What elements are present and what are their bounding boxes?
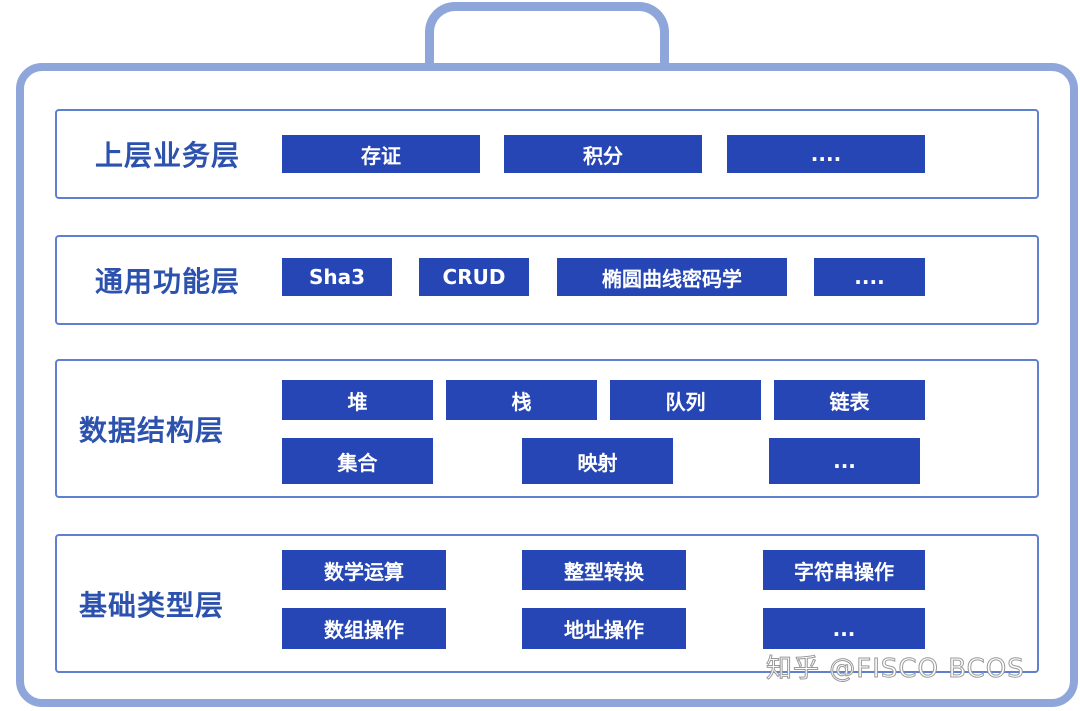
chip: 存证	[282, 135, 480, 173]
chip: ....	[727, 135, 925, 173]
chip: 队列	[610, 380, 761, 420]
chip: ...	[769, 438, 920, 484]
briefcase-handle	[425, 2, 669, 88]
layer-base-types: 基础类型层 数学运算 整型转换 字符串操作 数组操作 地址操作 ...	[55, 534, 1039, 673]
layer-data-structures: 数据结构层 堆 栈 队列 链表 集合 映射 ...	[55, 359, 1039, 498]
layer-business: 上层业务层 存证 积分 ....	[55, 109, 1039, 199]
chip: 链表	[774, 380, 925, 420]
chip: 椭圆曲线密码学	[557, 258, 787, 296]
chip: 数组操作	[282, 608, 446, 649]
chip: 映射	[522, 438, 673, 484]
chip: 数学运算	[282, 550, 446, 590]
chip: 堆	[282, 380, 433, 420]
layer-common-functions: 通用功能层 Sha3 CRUD 椭圆曲线密码学 ....	[55, 235, 1039, 325]
chip: ...	[763, 608, 925, 649]
chip: 栈	[446, 380, 597, 420]
layer-title: 上层业务层	[95, 139, 241, 172]
chip: 集合	[282, 438, 433, 484]
chip: ....	[814, 258, 925, 296]
watermark: 知乎 @FISCO BCOS	[766, 654, 1025, 685]
chip: CRUD	[419, 258, 529, 296]
chip: 字符串操作	[763, 550, 925, 590]
chip: 积分	[504, 135, 702, 173]
layer-title: 数据结构层	[79, 413, 225, 447]
chip: Sha3	[282, 258, 392, 296]
chip: 整型转换	[522, 550, 686, 590]
layer-title: 通用功能层	[95, 265, 241, 298]
layer-title: 基础类型层	[79, 588, 225, 622]
chip: 地址操作	[522, 608, 686, 649]
